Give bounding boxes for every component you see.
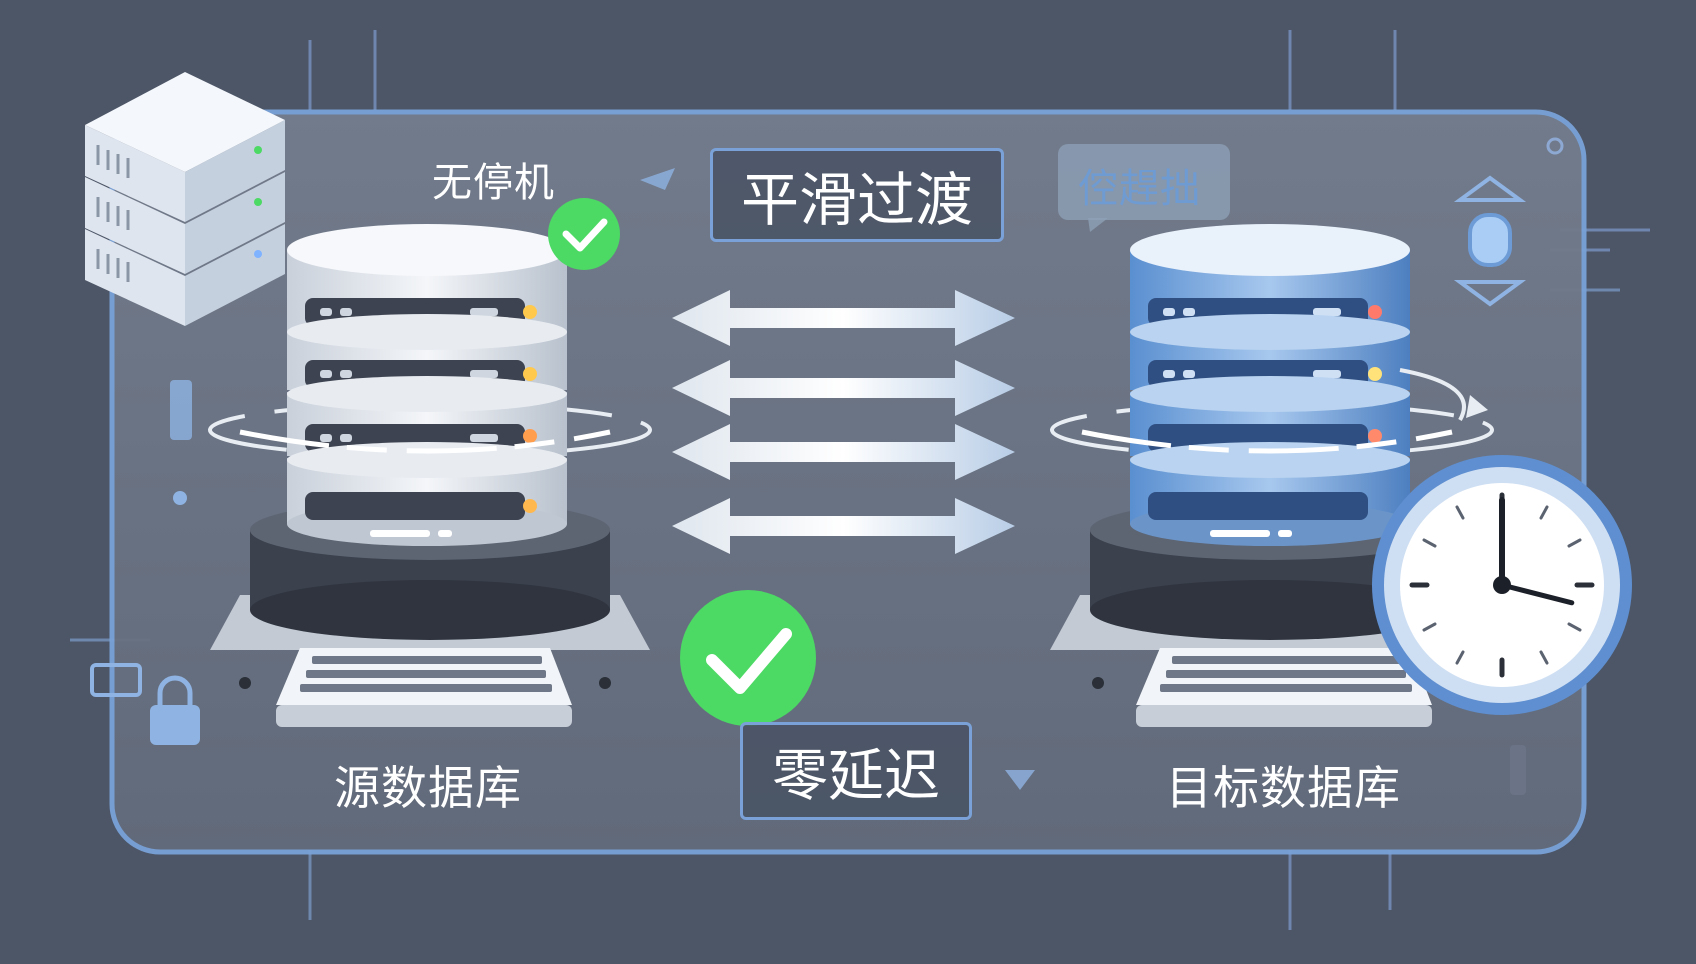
bidirectional-arrow-icon — [672, 498, 1015, 554]
bidirectional-arrow-icon — [672, 360, 1015, 416]
zero-latency-label: 零延迟 — [772, 743, 940, 809]
garbled-tag-label: 倥趕拙 — [1078, 166, 1201, 212]
clock-icon — [1372, 455, 1632, 715]
bidirectional-arrow-icon — [672, 424, 1015, 480]
smooth-transition-label: 平滑过渡 — [740, 166, 973, 234]
zero-latency-box: 零延迟 — [740, 722, 972, 820]
bidirectional-arrows — [672, 290, 1015, 554]
keyboard-icon — [1092, 648, 1432, 727]
chip-icon — [90, 663, 142, 697]
server-stack-icon — [85, 72, 285, 326]
source-database-icon — [208, 224, 652, 650]
keyboard-icon — [239, 648, 611, 727]
shield-icon — [1453, 175, 1527, 307]
smooth-transition-box: 平滑过渡 — [710, 148, 1004, 242]
no-downtime-label: 无停机 — [432, 160, 555, 206]
source-db-label: 源数据库 — [334, 761, 522, 815]
speech-tag — [1058, 144, 1230, 232]
target-db-label: 目标数据库 — [1166, 761, 1401, 815]
lock-icon — [150, 675, 200, 745]
check-icon — [680, 590, 816, 726]
check-icon — [548, 198, 620, 270]
bidirectional-arrow-icon — [672, 290, 1015, 346]
